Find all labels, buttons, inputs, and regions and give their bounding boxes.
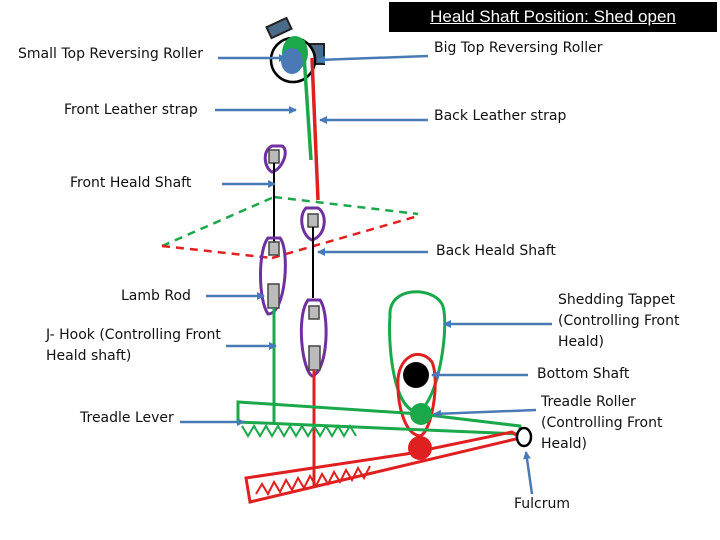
fulcrum-pivot bbox=[515, 426, 533, 448]
label-treadle-lever: Treadle Lever bbox=[80, 410, 174, 426]
back-upper-heald-block bbox=[307, 213, 319, 228]
arrow-treadle-roller bbox=[433, 408, 537, 418]
front-treadle-serrations bbox=[241, 424, 357, 438]
shedding-tappets bbox=[388, 290, 447, 460]
pointer-arrows bbox=[180, 54, 552, 495]
arrow-big-top-roller bbox=[317, 54, 429, 64]
small-top-reversing-roller bbox=[281, 48, 303, 74]
back-treadle-serrations bbox=[255, 465, 371, 497]
back-lower-heald-block bbox=[308, 305, 320, 320]
front-leather-strap bbox=[301, 39, 313, 161]
label-back-heald-shaft: Back Heald Shaft bbox=[436, 243, 556, 259]
label-shedding-tappet: Shedding Tappet (Controlling Front Heald… bbox=[558, 292, 680, 350]
label-back-leather-strap: Back Leather strap bbox=[434, 108, 567, 124]
front-lamb-rod bbox=[267, 283, 280, 309]
front-shedding-tappet bbox=[388, 290, 447, 414]
diagram-title: Heald Shaft Position: Shed open bbox=[389, 2, 717, 32]
label-bottom-shaft: Bottom Shaft bbox=[537, 366, 630, 382]
label-lamb-rod: Lamb Rod bbox=[121, 288, 191, 304]
treadle-levers bbox=[236, 400, 533, 504]
back-shedding-tappet bbox=[396, 352, 437, 438]
bottom-shaft bbox=[403, 362, 429, 388]
front-upper-heald-block bbox=[268, 149, 280, 164]
back-treadle-lever bbox=[244, 430, 524, 504]
label-j-hook: J- Hook (Controlling Front Heald shaft) bbox=[46, 327, 221, 364]
front-upper-heald-loop bbox=[263, 144, 287, 174]
label-front-leather-strap: Front Leather strap bbox=[64, 102, 198, 118]
back-lower-heald-loop bbox=[299, 298, 328, 378]
top-reversing-rollers bbox=[265, 16, 325, 84]
warp-shed-lines bbox=[161, 195, 419, 260]
label-fulcrum: Fulcrum bbox=[514, 496, 571, 512]
label-treadle-roller: Treadle Roller (Controlling Front Heald) bbox=[541, 394, 663, 452]
back-lamb-rod bbox=[308, 345, 321, 371]
front-lower-heald-loop bbox=[259, 236, 287, 316]
front-lower-heald-block bbox=[268, 241, 280, 256]
label-front-heald-shaft: Front Heald Shaft bbox=[70, 175, 192, 191]
label-small-top-reversing-roller: Small Top Reversing Roller bbox=[18, 46, 203, 62]
label-big-top-reversing-roller: Big Top Reversing Roller bbox=[434, 40, 603, 56]
arrow-fulcrum bbox=[523, 451, 534, 495]
back-heald-shaft bbox=[299, 206, 328, 488]
treadle-roller-red bbox=[408, 436, 432, 460]
roller-bracket-left bbox=[265, 16, 293, 40]
front-heald-shaft bbox=[259, 144, 287, 424]
back-leather-strap bbox=[310, 57, 320, 201]
